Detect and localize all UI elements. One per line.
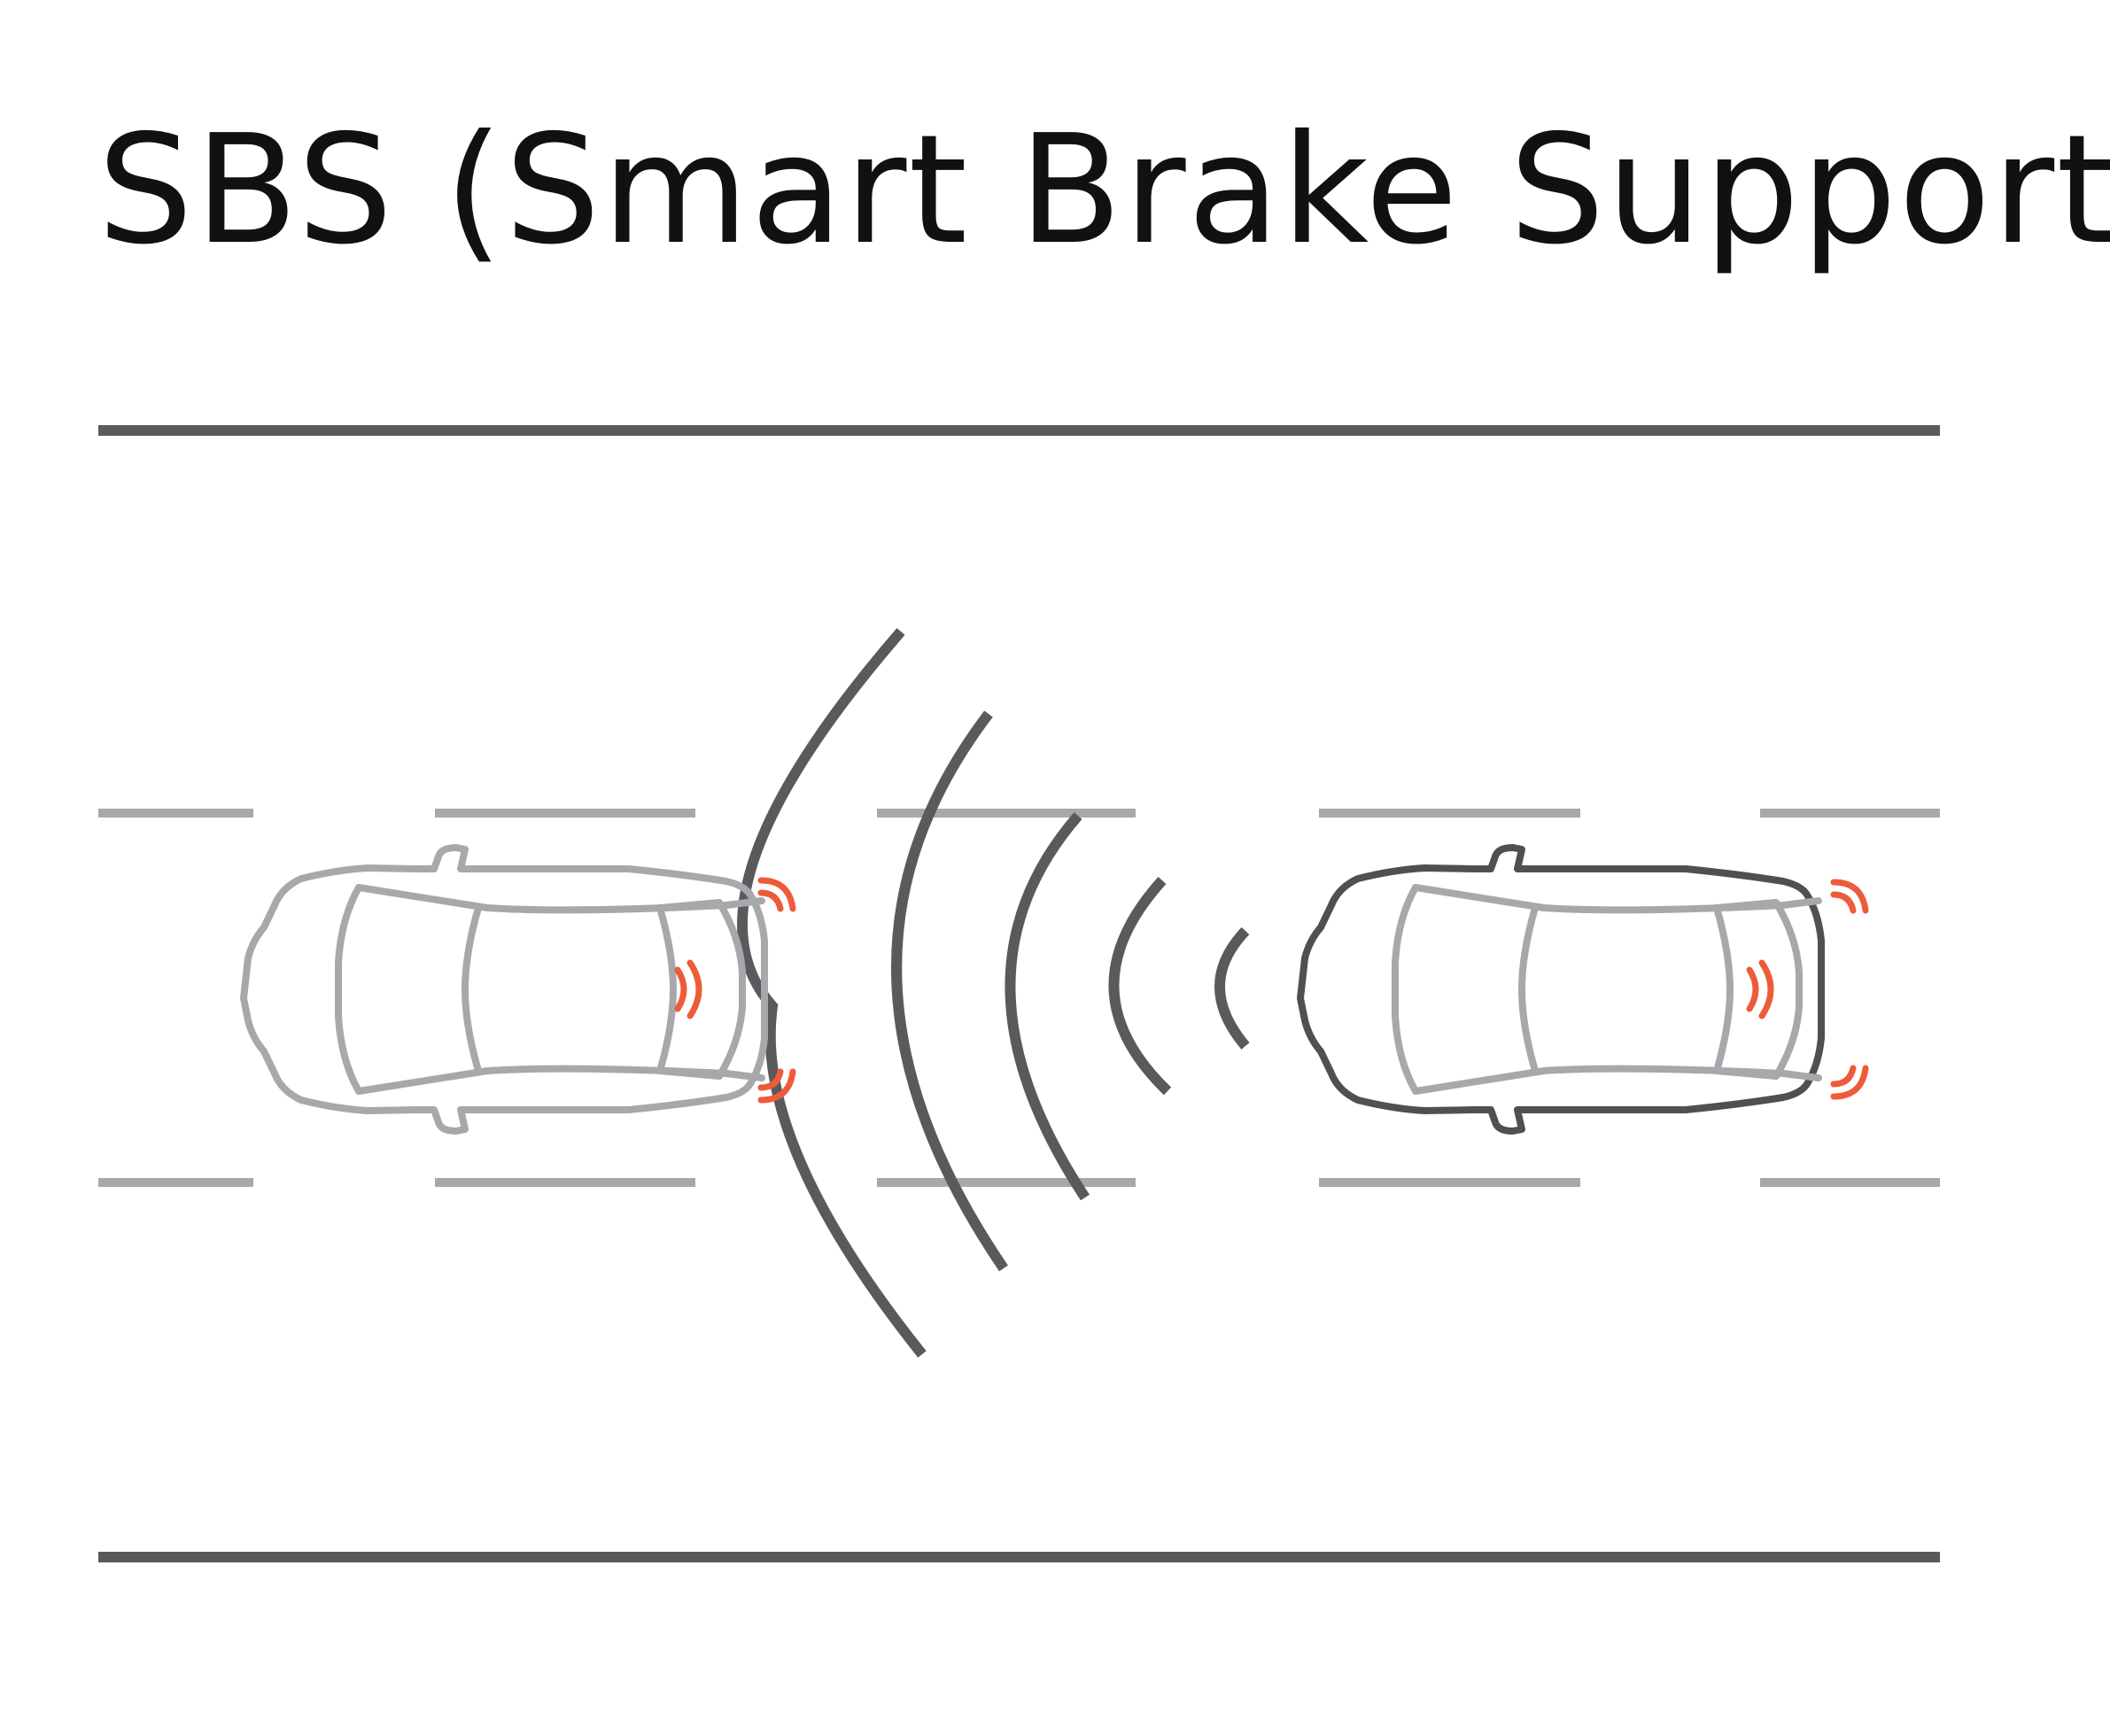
radar-wave-3 xyxy=(1005,812,1090,1201)
lead-vehicle xyxy=(1300,848,1821,1131)
page-title: SBS (Smart Brake Support) xyxy=(97,103,2110,278)
radar-wave-2 xyxy=(1108,876,1172,1096)
radar-waves xyxy=(737,628,1250,1358)
car-top-view-icon xyxy=(1300,848,1821,1131)
signal-waves-icon xyxy=(757,1068,796,1104)
signal-waves-icon xyxy=(674,959,702,1019)
signal-waves-icon xyxy=(757,877,796,912)
own-vehicle-sensors xyxy=(674,877,796,1104)
signal-waves-icon xyxy=(1830,879,1869,914)
lead-vehicle-sensors xyxy=(1746,879,1869,1100)
radar-wave-5 xyxy=(737,628,927,1358)
signal-waves-icon xyxy=(1830,1065,1869,1100)
radar-wave-4 xyxy=(891,710,1008,1272)
signal-waves-icon xyxy=(1746,959,1774,1019)
radar-wave-1 xyxy=(1214,926,1250,1050)
